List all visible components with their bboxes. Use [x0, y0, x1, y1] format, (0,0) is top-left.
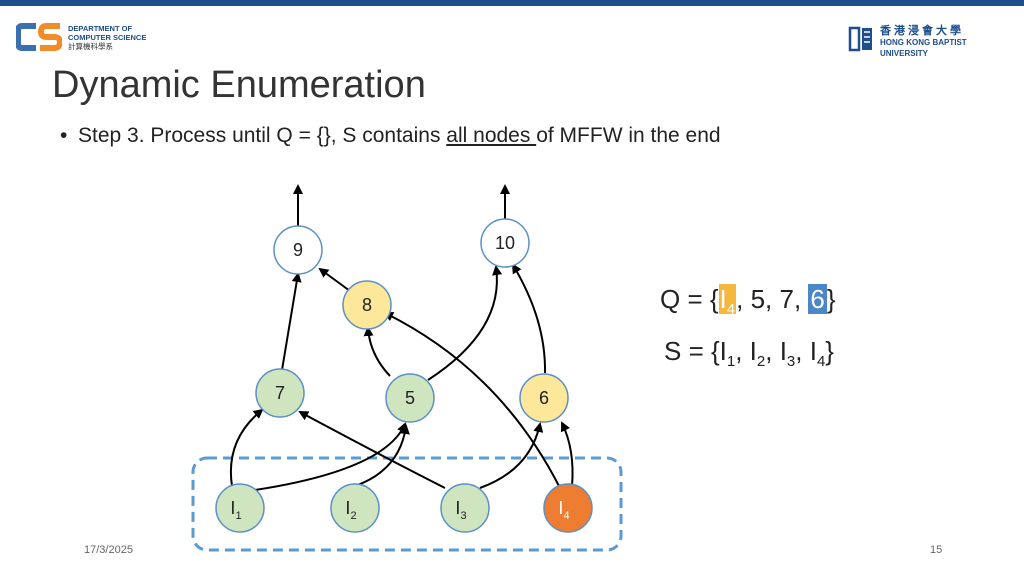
page-number: 15	[930, 544, 943, 556]
node-7[interactable]: 7	[255, 368, 305, 418]
footer-date: 17/3/2025	[84, 544, 133, 556]
top-accent-bar	[0, 0, 1024, 6]
edge-i4-8	[383, 312, 561, 489]
svg-text:I2: I2	[345, 498, 356, 522]
node-10[interactable]: 10	[480, 218, 530, 268]
svg-text:I4: I4	[558, 498, 569, 522]
node-i3[interactable]: I3	[440, 483, 490, 533]
department-logo: DEPARTMENT OF COMPUTER SCIENCE 計算機科學系	[16, 20, 176, 60]
input-nodes-box	[191, 456, 623, 552]
edge-i4-6	[560, 421, 574, 487]
edge-i1-5	[254, 422, 407, 491]
node-5[interactable]: 5	[385, 373, 435, 423]
university-name: 香港浸會大學 HONG KONG BAPTIST UNIVERSITY	[880, 26, 1008, 59]
bullet-suffix: of MFFW in the end	[536, 124, 721, 147]
visited-set: S = {I1, I2, I3, I4}	[664, 336, 834, 371]
edge-6-10	[511, 263, 547, 374]
slide-title: Dynamic Enumeration	[52, 64, 426, 106]
university-logo: 香港浸會大學 HONG KONG BAPTIST UNIVERSITY	[848, 22, 1008, 59]
bullet-prefix: Step 3. Process until Q = {}, S contains	[78, 124, 447, 147]
q-prefix: Q = {	[660, 284, 719, 314]
cs-logo-icon	[16, 23, 62, 51]
edge-8-9	[318, 267, 351, 292]
bullet-underlined: all nodes	[446, 124, 537, 147]
edge-5-10	[427, 265, 503, 381]
node-9[interactable]: 9	[273, 225, 323, 275]
node-i4[interactable]: I4	[543, 483, 593, 533]
queue-set: Q = {I4, 5, 7, 6}	[660, 284, 836, 318]
edge-i2-5	[354, 424, 410, 487]
q-suffix: }	[826, 284, 836, 314]
svg-text:I3: I3	[455, 498, 466, 522]
dept-chinese: 計算機科學系	[68, 42, 113, 51]
dept-line2: COMPUTER SCIENCE	[68, 33, 147, 42]
q-item-6: 6	[808, 284, 827, 314]
edge-i3-7	[298, 411, 446, 489]
node-i2[interactable]: I2	[330, 483, 380, 533]
edge-7-9	[281, 272, 302, 371]
svg-text:I1: I1	[230, 498, 241, 522]
bullet-point: • Step 3. Process until Q = {}, S contain…	[60, 124, 721, 148]
svg-text:5: 5	[405, 388, 415, 408]
q-middle: , 5, 7,	[736, 284, 809, 314]
edge-5-8	[363, 326, 391, 377]
svg-text:9: 9	[293, 240, 303, 260]
q-item-i4: I4	[718, 284, 737, 319]
node-6[interactable]: 6	[519, 373, 569, 423]
univ-chinese: 香港浸會大學	[880, 25, 964, 37]
node-i1[interactable]: I1	[215, 483, 265, 533]
svg-text:6: 6	[539, 388, 549, 408]
svg-text:10: 10	[495, 233, 515, 253]
edge-i3-6	[479, 422, 544, 489]
svg-text:7: 7	[275, 383, 285, 403]
edge-i1-7	[229, 408, 264, 487]
department-name: DEPARTMENT OF COMPUTER SCIENCE 計算機科學系	[68, 24, 146, 51]
bullet-dot-icon: •	[60, 124, 68, 147]
hkbu-crest-icon	[848, 26, 872, 52]
dept-line1: DEPARTMENT OF	[68, 24, 133, 33]
univ-english: HONG KONG BAPTIST UNIVERSITY	[880, 38, 967, 58]
node-8[interactable]: 8	[342, 280, 392, 330]
svg-text:8: 8	[362, 295, 372, 315]
